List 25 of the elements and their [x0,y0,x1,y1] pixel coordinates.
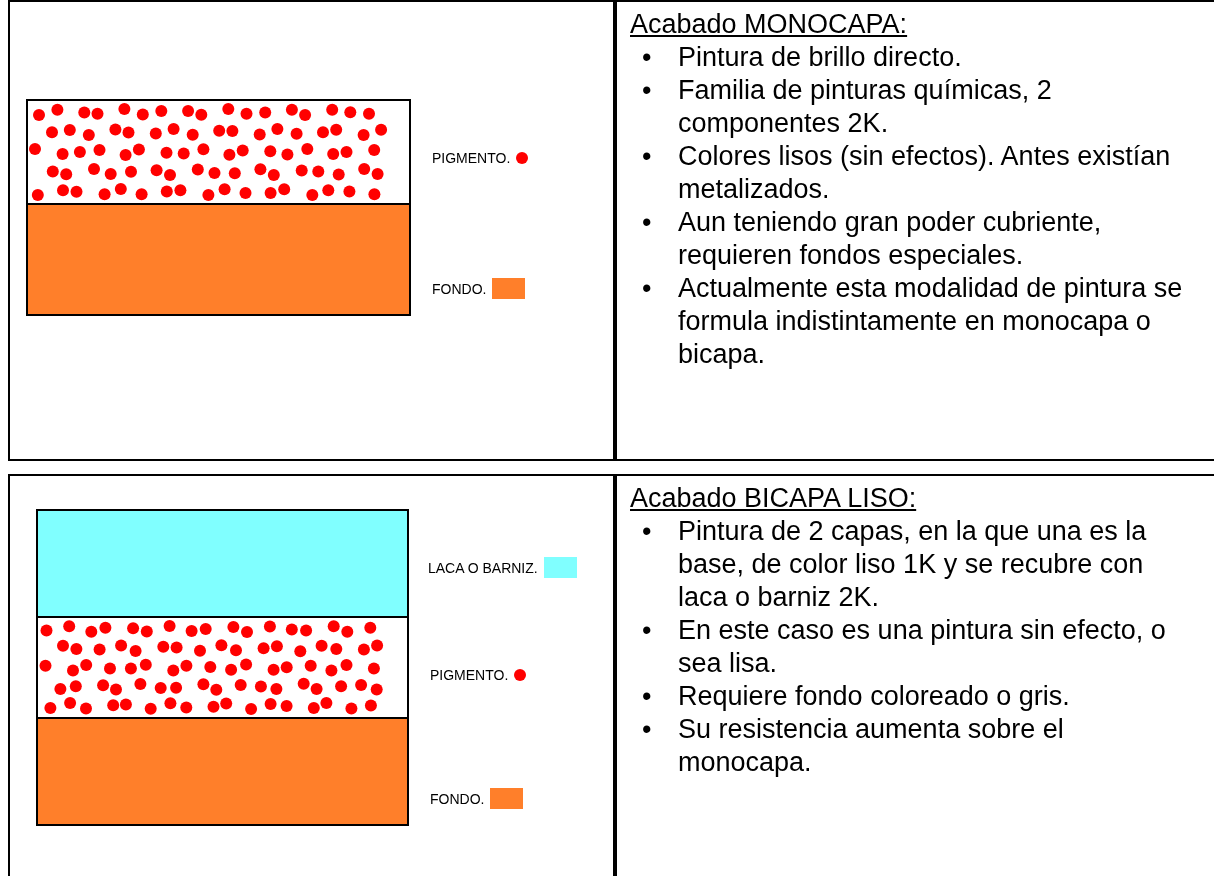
bullet-text: Su resistencia aumenta sobre el monocapa. [678,713,1065,779]
bullet-text: Actualmente esta modalidad de pintura se formula indistintamente en monocapa o bicapa. [678,272,1184,371]
bullet-marker: • [642,515,652,548]
legend-label: LACA O BARNIZ. [428,559,538,576]
bullet-marker: • [642,41,652,74]
bullet-marker: • [642,140,652,173]
bullet-marker: • [642,74,652,107]
bullet-marker: • [642,680,652,713]
legend-label: PIGMENTO. [430,667,509,683]
bullet-text: Colores lisos (sin efectos). Antes existían metalizados. [678,140,1172,206]
bullet-marker: • [642,272,652,305]
bullet-text: Familia de pinturas químicas, 2 componentes 2K. [678,74,1053,140]
bullet-marker: • [642,206,652,239]
bullet-text: Pintura de brillo directo. [678,41,963,74]
legend-label: PIGMENTO. [432,150,511,166]
bullet-text: Aun teniendo gran poder cubriente, requieren fondos especiales. [678,206,1103,272]
legend-label: FONDO. [432,280,487,297]
section-heading: Acabado BICAPA LISO: [630,482,917,515]
section-heading: Acabado MONOCAPA: [630,8,908,41]
bullet-marker: • [642,614,652,647]
bullet-text: Pintura de 2 capas, en la que una es la base, de color liso 1K y se recubre con laca o barniz 2K. [678,515,1148,614]
legend-label: FONDO. [430,790,485,807]
bullet-text: Requiere fondo coloreado o gris. [678,680,1071,713]
bullet-text: En este caso es una pintura sin efecto, o sea lisa. [678,614,1167,680]
bullet-marker: • [642,713,652,746]
